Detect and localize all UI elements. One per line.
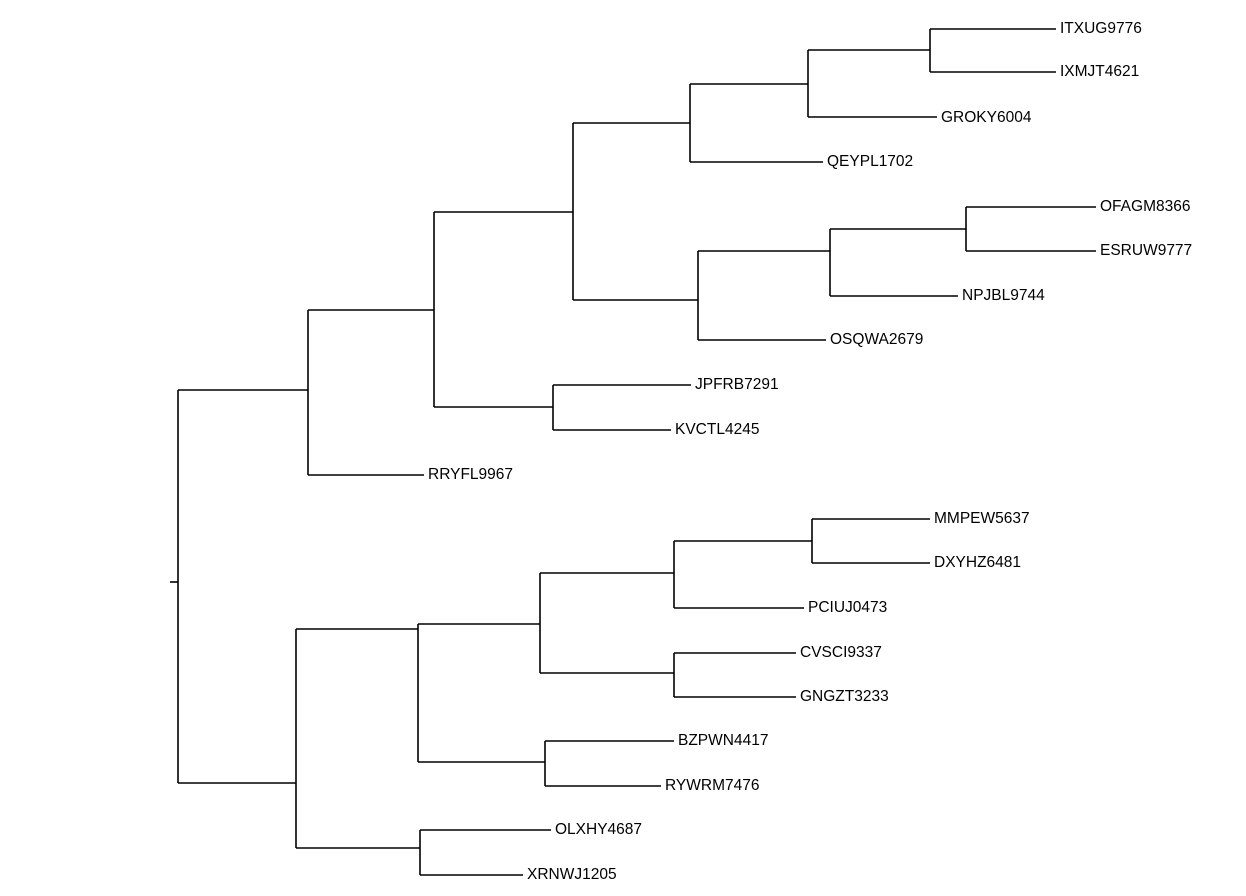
leaf-label-layer: ITXUG9776IXMJT4621GROKY6004QEYPL1702OFAG… — [428, 20, 1192, 883]
leaf-label-kvctl4245: KVCTL4245 — [675, 421, 759, 438]
leaf-label-bzpwn4417: BZPWN4417 — [678, 732, 768, 749]
leaf-label-ofagm8366: OFAGM8366 — [1100, 198, 1190, 215]
leaf-label-dxyhz6481: DXYHZ6481 — [934, 554, 1021, 571]
leaf-label-itxug9776: ITXUG9776 — [1060, 20, 1142, 37]
leaf-label-npjbl9744: NPJBL9744 — [962, 287, 1045, 304]
branch-layer — [170, 28, 1096, 876]
leaf-label-esruw9777: ESRUW9777 — [1100, 242, 1192, 259]
leaf-label-mmpew5637: MMPEW5637 — [934, 510, 1030, 527]
leaf-label-qeypl1702: QEYPL1702 — [827, 153, 913, 170]
leaf-label-pciuj0473: PCIUJ0473 — [808, 599, 887, 616]
leaf-label-gngzt3233: GNGZT3233 — [800, 688, 889, 705]
leaf-label-groky6004: GROKY6004 — [941, 109, 1032, 126]
leaf-label-jpfrb7291: JPFRB7291 — [695, 376, 779, 393]
leaf-label-olxhy4687: OLXHY4687 — [555, 821, 642, 838]
leaf-label-osqwa2679: OSQWA2679 — [830, 331, 923, 348]
leaf-label-rryfl9967: RRYFL9967 — [428, 466, 513, 483]
leaf-label-xrnwj1205: XRNWJ1205 — [527, 866, 617, 883]
leaf-label-cvsci9337: CVSCI9337 — [800, 644, 882, 661]
leaf-label-rywrm7476: RYWRM7476 — [665, 777, 759, 794]
leaf-label-ixmjt4621: IXMJT4621 — [1060, 63, 1139, 80]
